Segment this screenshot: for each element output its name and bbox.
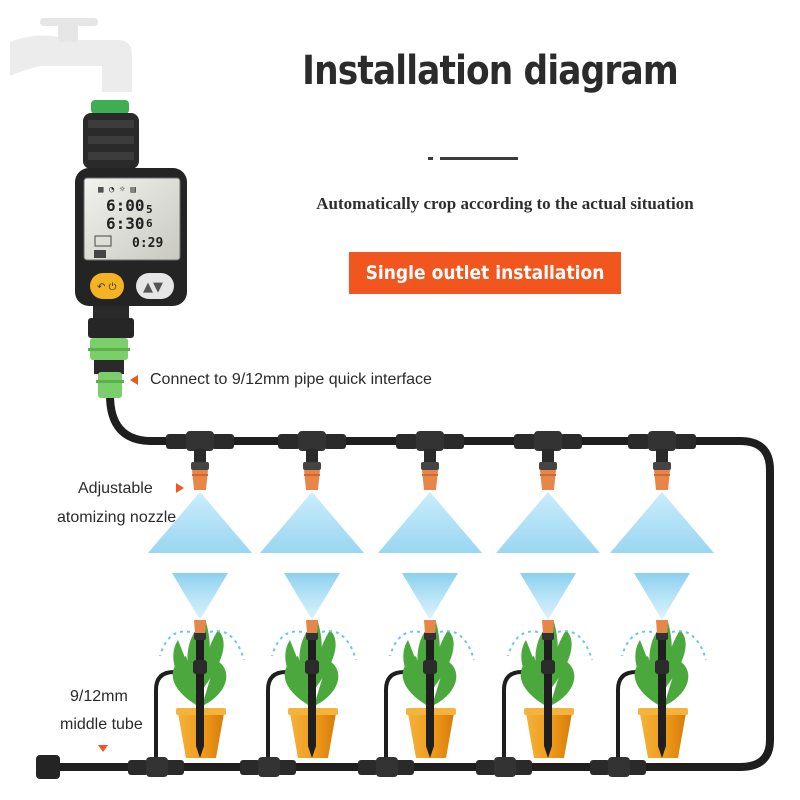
tee-connector (514, 431, 582, 463)
nozzle-label-line2: atomizing nozzle (57, 509, 177, 526)
mist-cone-lower (172, 573, 228, 620)
timer-time-1: 6:00 (106, 196, 145, 215)
upper-mist-cones (148, 492, 714, 620)
mist-cone-lower (402, 573, 458, 620)
potted-plants (159, 620, 707, 758)
drip-stake (423, 620, 437, 758)
tee-connector-bottom (240, 757, 296, 777)
mist-cone-lower (284, 573, 340, 620)
tee-connector-bottom (590, 757, 646, 777)
drip-stake (305, 620, 319, 758)
tee-connector (278, 431, 346, 463)
page-title: Installation diagram (302, 48, 678, 94)
drip-stake (541, 620, 555, 758)
title-divider (440, 157, 518, 160)
nozzle-label-line1: Adjustable (78, 480, 153, 497)
mist-cone-lower (634, 573, 690, 620)
drip-stake (193, 620, 207, 758)
tee-connector (628, 431, 696, 463)
timer-counter: 0:29 (132, 236, 163, 251)
banner-label: Single outlet installation (365, 262, 605, 284)
mist-cone-upper (610, 492, 714, 553)
nozzle-icon (191, 462, 209, 490)
timer-value-2: 6 (146, 217, 153, 230)
arrow-left-icon (130, 375, 138, 385)
mist-cone-upper (260, 492, 364, 553)
bottom-tee-connectors (128, 757, 646, 777)
drip-stake (655, 620, 669, 758)
tube-label-line2: middle tube (60, 716, 143, 733)
water-timer-icon: ▦ ◔ ☼ ▤ 6:00 6:30 5 6 0:29 ↶ ⏻ ▲▼ (75, 100, 187, 398)
mist-cone-upper (148, 492, 252, 553)
install-type-banner: Single outlet installation (349, 252, 621, 294)
tee-connector-bottom (358, 757, 414, 777)
nozzle-icon (653, 462, 671, 490)
title-divider-dot (428, 157, 433, 160)
svg-text:▦ ◔ ☼ ▤: ▦ ◔ ☼ ▤ (98, 185, 137, 195)
nozzle-icon (421, 462, 439, 490)
timer-value-1: 5 (146, 203, 153, 216)
tube-label-line1: 9/12mm (70, 688, 128, 705)
connect-label: Connect to 9/12mm pipe quick interface (150, 371, 432, 388)
svg-text:▲▼: ▲▼ (143, 280, 163, 295)
top-tee-connectors (166, 431, 696, 490)
tee-connector (166, 431, 234, 463)
arrow-right-icon (176, 483, 184, 493)
hose-pipe (36, 391, 774, 771)
end-plug (36, 755, 60, 779)
water-tap-icon (10, 18, 132, 92)
subtitle: Automatically crop according to the actu… (316, 194, 694, 213)
mist-cone-lower (520, 573, 576, 620)
tee-connector-bottom (476, 757, 532, 777)
nozzle-icon (303, 462, 321, 490)
svg-text:↶ ⏻: ↶ ⏻ (97, 282, 117, 293)
mist-cone-upper (378, 492, 482, 553)
arrow-down-icon (98, 745, 108, 752)
nozzle-icon (539, 462, 557, 490)
tee-connector (396, 431, 464, 463)
plant-pot-icon (271, 622, 357, 758)
tee-connector-bottom (128, 757, 184, 777)
mist-cone-upper (496, 492, 600, 553)
timer-time-2: 6:30 (106, 214, 145, 233)
